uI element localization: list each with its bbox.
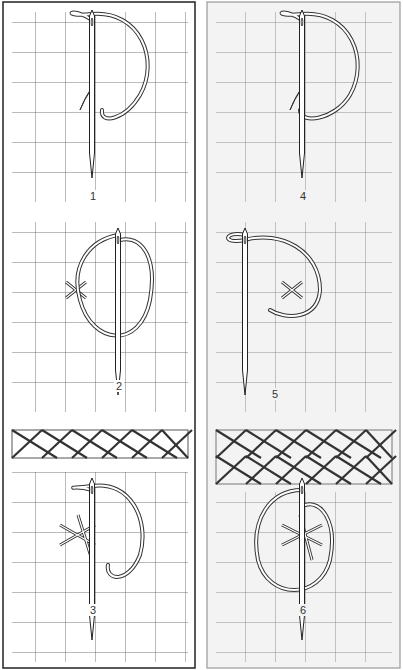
callout-number: 3 [88,604,98,616]
right-panel [207,2,400,668]
callout-number: 1 [88,190,98,202]
callout-number: 6 [298,604,308,616]
stitch-band [12,430,396,484]
needle [90,10,305,640]
thread-core [72,13,358,590]
fabric-grid [12,12,392,662]
callout-number: 2 [114,380,124,392]
stitch-marks [60,88,322,560]
thread [72,13,358,590]
left-panel [3,2,195,668]
callout-number: 4 [298,190,308,202]
callout-number: 5 [270,388,280,400]
